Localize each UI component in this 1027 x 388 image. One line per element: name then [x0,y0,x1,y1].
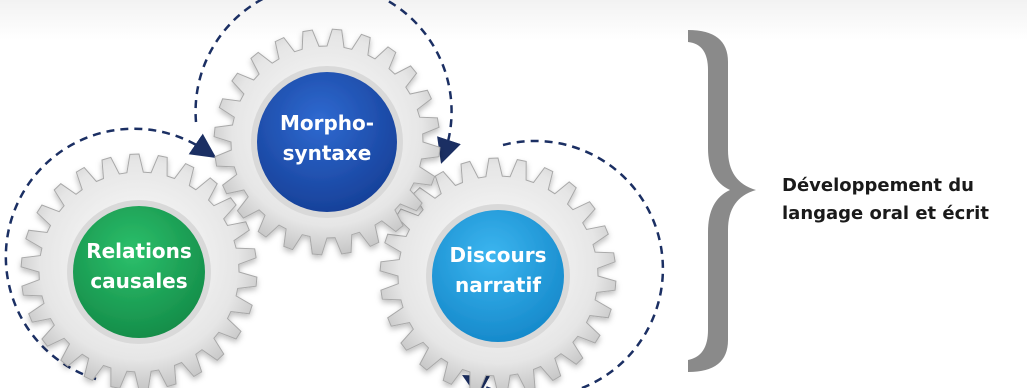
gear-core [432,210,564,342]
curly-brace [688,30,756,372]
gear-core [73,206,205,338]
gear-label-morpho-line1: Morpho- [280,111,374,135]
outcome-line1: Développement du [782,175,974,196]
gear-discours-narratif [379,157,617,388]
outcome-line2: langage oral et écrit [782,203,989,224]
gear-label-relations-line1: Relations [86,239,192,263]
gear-relations-causales [20,153,258,388]
cycle-arrow-right [462,139,665,388]
gear-core [257,72,397,212]
gear-label-relations-line2: causales [90,269,187,293]
gear-label-discours-line1: Discours [450,243,547,267]
gear-label-morpho-line2: syntaxe [283,141,372,165]
outcome-label: Développement du langage oral et écrit [782,172,1022,228]
gear-morpho-syntaxe [213,28,441,256]
cycle-arrow-top [194,0,461,164]
gear-label-discours-line2: narratif [455,273,541,297]
